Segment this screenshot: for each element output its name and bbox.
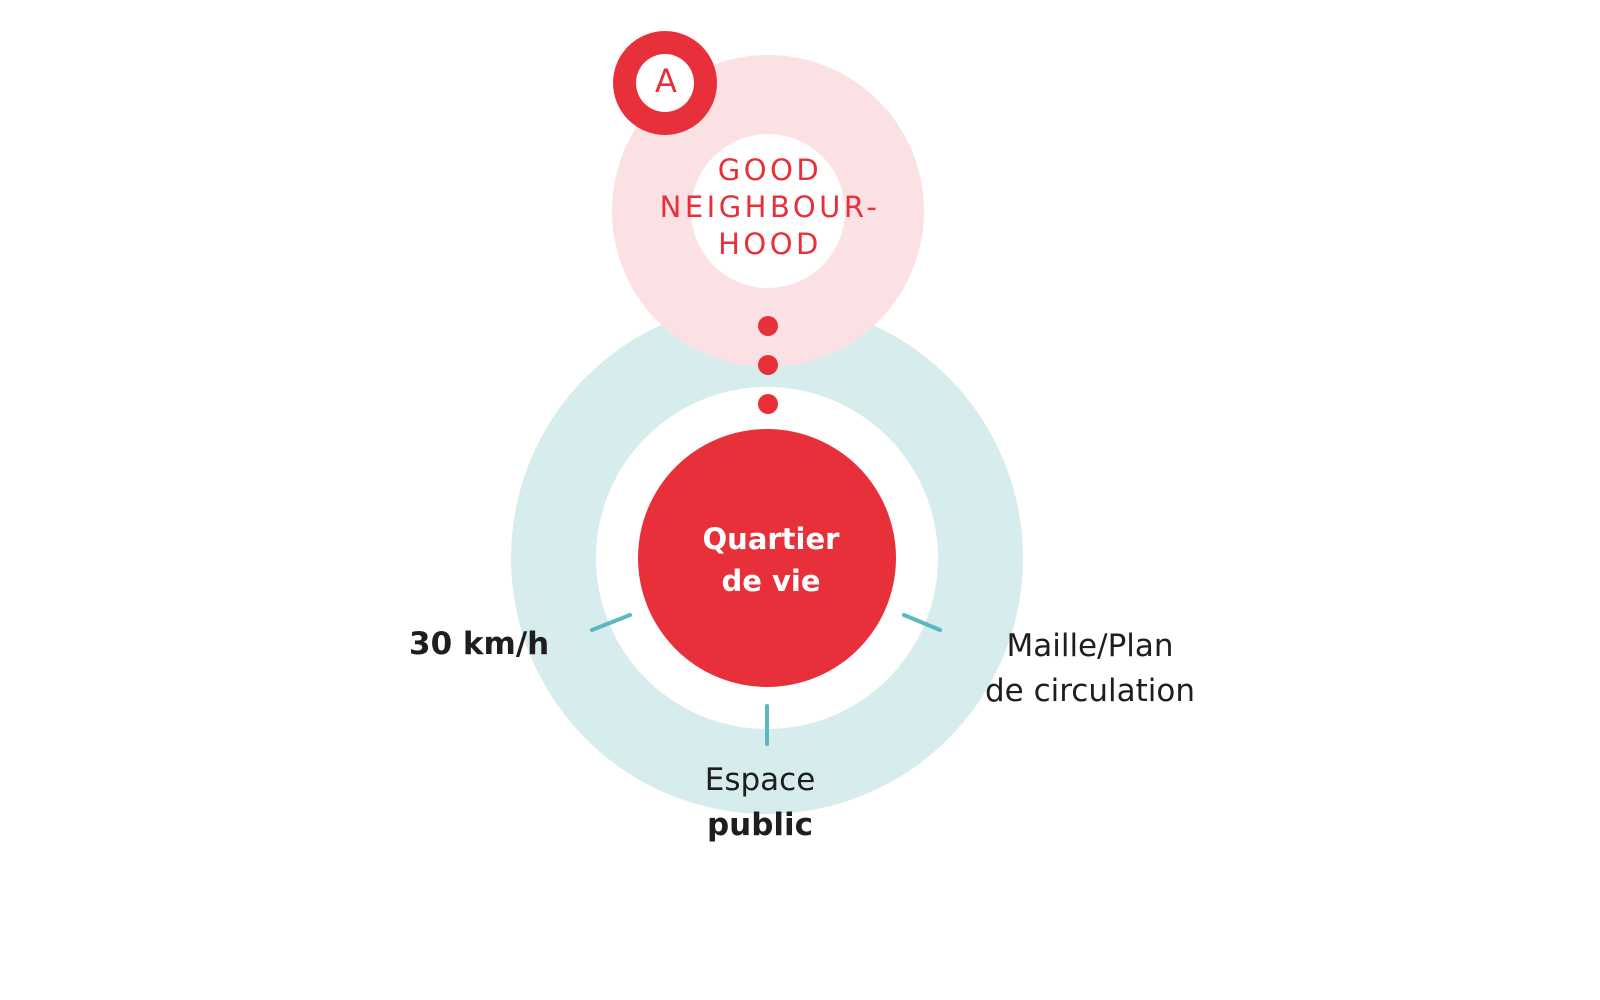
- left-tick: [590, 613, 632, 632]
- title-line-2: NEIGHBOUR-: [659, 190, 881, 224]
- traffic-plan-line-2: de circulation: [984, 673, 1195, 709]
- title-line-1: GOOD: [717, 153, 823, 187]
- connector-dot-3: [758, 394, 778, 414]
- connector-dot-1: [758, 316, 778, 336]
- badge-letter: A: [655, 62, 677, 100]
- speed-limit-label: 30 km/h: [409, 626, 550, 662]
- traffic-plan-label: Maille/Plan de circulation: [940, 624, 1240, 714]
- center-line-2: de vie: [721, 564, 821, 598]
- center-disk: [638, 429, 896, 687]
- traffic-plan-line-1: Maille/Plan: [1006, 628, 1174, 664]
- top-circle-title: GOOD NEIGHBOUR- HOOD: [590, 152, 950, 263]
- center-line-1: Quartier: [702, 522, 840, 556]
- connector-dot-2: [758, 355, 778, 375]
- center-label: Quartier de vie: [621, 518, 921, 602]
- public-space-label: Espace public: [640, 758, 880, 848]
- right-tick: [902, 613, 942, 632]
- top-inner-white-disk: [691, 134, 845, 288]
- public-space-line-2: public: [706, 807, 814, 843]
- title-line-3: HOOD: [718, 227, 822, 261]
- public-space-line-1: Espace: [704, 762, 816, 798]
- badge-inner: [636, 54, 694, 112]
